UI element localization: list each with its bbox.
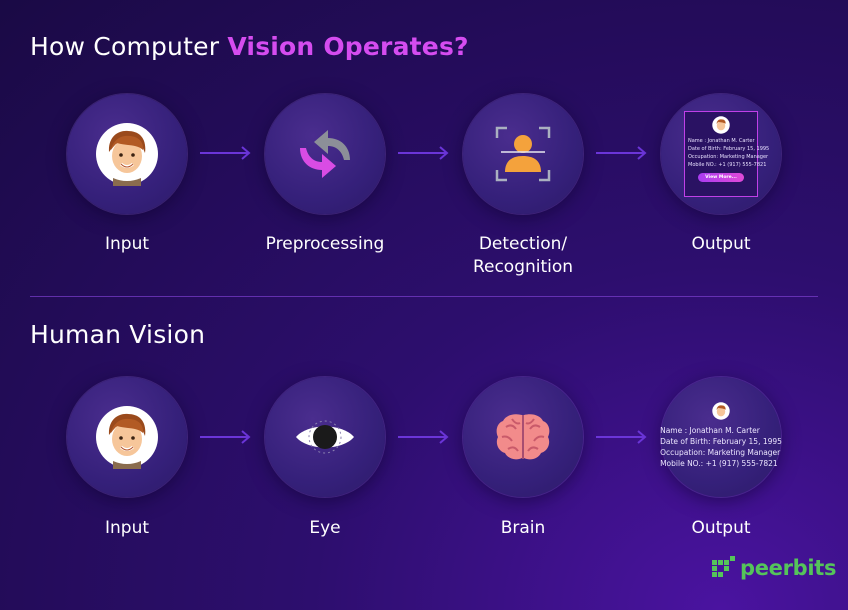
hv-step-output: Name : Jonathan M. Carter Date of Birth:… — [660, 377, 782, 497]
cv-label-preprocessing: Preprocessing — [265, 234, 385, 254]
arrow-right-icon — [200, 146, 251, 160]
face-icon — [96, 406, 158, 469]
face-scan-icon — [495, 126, 551, 182]
card-mobile: Mobile NO.: +1 (917) 555-7821 — [688, 162, 767, 168]
title-accent: Vision Operates? — [227, 32, 469, 61]
hv-label-brain: Brain — [500, 518, 546, 538]
peerbits-logo: peerbits — [712, 556, 837, 580]
cv-step-detection — [463, 94, 583, 214]
card-occupation: Occupation: Marketing Manager — [688, 154, 769, 160]
cv-label-detection-line2: Recognition — [472, 257, 574, 277]
view-more-button[interactable]: View More... — [698, 173, 744, 182]
info-mobile: Mobile NO.: +1 (917) 555-7821 — [660, 458, 778, 468]
profile-info: Name : Jonathan M. Carter Date of Birth:… — [660, 401, 782, 469]
hv-label-input: Input — [104, 518, 150, 538]
peerbits-logo-text: peerbits — [740, 556, 837, 580]
computer-vision-title: How Computer Vision Operates? — [30, 32, 469, 61]
avatar-icon — [712, 116, 730, 134]
profile-card: Name : Jonathan M. Carter Date of Birth:… — [684, 111, 770, 197]
hv-step-input — [67, 377, 187, 497]
cv-label-input: Input — [104, 234, 150, 254]
info-dob: Date of Birth: February 15, 1995 — [660, 436, 782, 446]
arrow-right-icon — [596, 146, 647, 160]
card-dob: Date of Birth: February 15, 1995 — [688, 146, 770, 152]
arrow-right-icon — [200, 430, 251, 444]
face-icon — [96, 123, 158, 186]
human-vision-title: Human Vision — [30, 320, 206, 349]
cv-step-output: Name : Jonathan M. Carter Date of Birth:… — [661, 94, 781, 214]
avatar-icon — [712, 401, 730, 420]
card-name: Name : Jonathan M. Carter — [688, 138, 755, 144]
info-name: Name : Jonathan M. Carter — [660, 425, 760, 435]
hv-step-brain — [463, 377, 583, 497]
cv-step-input — [67, 94, 187, 214]
cv-label-detection-line1: Detection/ — [478, 234, 568, 254]
hv-label-eye: Eye — [309, 518, 341, 538]
arrow-right-icon — [398, 146, 449, 160]
cv-label-detection: Detection/ Recognition — [433, 233, 613, 279]
section-divider — [30, 296, 818, 297]
info-occupation: Occupation: Marketing Manager — [660, 447, 781, 457]
cv-label-output: Output — [691, 234, 751, 254]
arrow-right-icon — [398, 430, 449, 444]
refresh-arrows-icon — [300, 130, 350, 178]
arrow-right-icon — [596, 430, 647, 444]
hv-label-output: Output — [691, 518, 751, 538]
peerbits-logo-icon — [712, 556, 735, 577]
hv-step-eye — [265, 377, 385, 497]
title-plain: How Computer — [30, 32, 228, 61]
cv-step-preprocessing — [265, 94, 385, 214]
eye-icon — [296, 420, 354, 454]
brain-icon — [496, 414, 550, 460]
